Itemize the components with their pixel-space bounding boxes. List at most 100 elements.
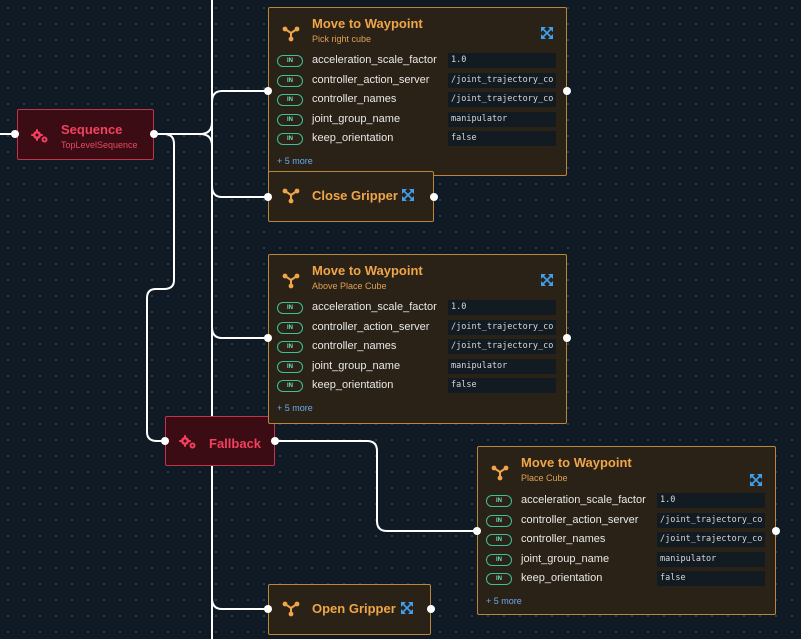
place-input-handle[interactable]: [473, 527, 481, 535]
in-badge: IN: [277, 341, 303, 353]
branch-icon: [282, 273, 300, 289]
sequence-subtitle: TopLevelSequence: [61, 140, 138, 150]
wire-sequence-pick: [154, 90, 268, 135]
port-value-field[interactable]: /joint_trajectory_co: [448, 319, 556, 335]
in-badge: IN: [277, 302, 303, 314]
in-badge: IN: [277, 55, 303, 67]
in-badge: IN: [277, 133, 303, 145]
port-name: acceleration_scale_factor: [312, 54, 437, 66]
port-value-field[interactable]: /joint_trajectory_co: [657, 512, 765, 528]
open-gripper-node[interactable]: Open Gripper: [268, 584, 431, 635]
port-name: joint_group_name: [312, 112, 401, 125]
more-ports-link[interactable]: + 5 more: [277, 403, 313, 413]
port-name: joint_group_name: [312, 359, 401, 372]
in-badge: IN: [277, 113, 303, 126]
branch-icon: [282, 26, 300, 42]
port-name: controller_action_server: [312, 73, 430, 86]
branch-icon: [282, 601, 300, 617]
sequence-title: Sequence: [61, 122, 123, 137]
close-gripper-input-handle[interactable]: [264, 193, 272, 201]
pick-input-handle[interactable]: [264, 87, 272, 95]
wire-sequence-fallback: [146, 133, 175, 442]
in-badge: IN: [486, 514, 512, 527]
in-badge: IN: [277, 94, 303, 106]
close-gripper-output-handle[interactable]: [430, 193, 438, 201]
node-header: Move to Waypoint Place Cube: [488, 455, 767, 489]
port-name: controller_action_server: [521, 513, 639, 526]
port-value-field[interactable]: /joint_trajectory_co: [448, 92, 556, 107]
port-value-field[interactable]: manipulator: [448, 358, 556, 374]
node-title: Close Gripper: [312, 188, 398, 203]
node-title: Open Gripper: [312, 601, 396, 616]
sequence-output-handle[interactable]: [150, 130, 158, 138]
expand-icon[interactable]: [400, 601, 414, 615]
open-gripper-input-handle[interactable]: [264, 605, 272, 613]
node-header: Close Gripper: [279, 172, 425, 222]
port-value-field[interactable]: /joint_trajectory_co: [448, 339, 556, 354]
in-badge: IN: [486, 495, 512, 507]
port-value-field[interactable]: 1.0: [448, 300, 556, 315]
wire-sequence-close: [154, 133, 268, 198]
port-name: controller_names: [312, 93, 397, 105]
port-value-field[interactable]: false: [448, 378, 556, 393]
port-value-field[interactable]: manipulator: [657, 551, 765, 567]
node-subtitle: Place Cube: [521, 473, 568, 483]
gears-icon: [31, 129, 48, 143]
node-title: Move to Waypoint: [312, 16, 423, 31]
wire-fallback-place: [275, 440, 477, 532]
fallback-input-handle[interactable]: [161, 437, 169, 445]
expand-icon[interactable]: [401, 188, 415, 202]
node-header: Open Gripper: [279, 585, 422, 635]
place-output-handle[interactable]: [772, 527, 780, 535]
more-ports-link[interactable]: + 5 more: [277, 156, 313, 166]
port-name: keep_orientation: [312, 379, 394, 391]
expand-icon[interactable]: [749, 473, 763, 487]
node-subtitle: Pick right cube: [312, 34, 372, 44]
fallback-node[interactable]: Fallback: [165, 416, 275, 466]
wire-sequence-open: [211, 420, 268, 610]
port-value-field[interactable]: 1.0: [448, 53, 556, 68]
close-gripper-node[interactable]: Close Gripper: [268, 171, 434, 222]
move-to-waypoint-pick-node[interactable]: Move to Waypoint Pick right cube IN accel…: [268, 7, 567, 176]
port-value-field[interactable]: false: [448, 131, 556, 146]
fallback-output-handle[interactable]: [271, 437, 279, 445]
branch-icon: [491, 465, 509, 481]
gears-icon: [179, 435, 196, 449]
port-name: keep_orientation: [521, 572, 603, 584]
in-badge: IN: [486, 553, 512, 566]
port-name: controller_action_server: [312, 320, 430, 333]
expand-icon[interactable]: [540, 273, 554, 287]
port-name: controller_names: [521, 533, 606, 545]
in-badge: IN: [277, 74, 303, 87]
in-badge: IN: [277, 321, 303, 334]
node-subtitle: Above Place Cube: [312, 281, 387, 291]
port-value-field[interactable]: /joint_trajectory_co: [448, 72, 556, 88]
in-badge: IN: [277, 360, 303, 373]
node-title: Move to Waypoint: [521, 455, 632, 470]
in-badge: IN: [486, 534, 512, 546]
port-name: joint_group_name: [521, 552, 610, 565]
port-value-field[interactable]: false: [657, 571, 765, 586]
port-name: controller_names: [312, 340, 397, 352]
more-ports-link[interactable]: + 5 more: [486, 596, 522, 606]
wire-sequence-above: [211, 186, 268, 339]
sequence-node[interactable]: Sequence TopLevelSequence: [17, 109, 154, 160]
port-name: acceleration_scale_factor: [312, 301, 437, 313]
node-header: Move to Waypoint Pick right cube: [279, 16, 558, 50]
expand-icon[interactable]: [540, 26, 554, 40]
above-input-handle[interactable]: [264, 334, 272, 342]
fallback-title: Fallback: [209, 436, 262, 451]
port-value-field[interactable]: /joint_trajectory_co: [657, 532, 765, 547]
move-to-waypoint-above-node[interactable]: Move to Waypoint Above Place Cube IN acce…: [268, 254, 567, 424]
open-gripper-output-handle[interactable]: [427, 605, 435, 613]
port-value-field[interactable]: manipulator: [448, 111, 556, 127]
port-name: keep_orientation: [312, 132, 394, 144]
pick-output-handle[interactable]: [563, 87, 571, 95]
above-output-handle[interactable]: [563, 334, 571, 342]
node-header: Move to Waypoint Above Place Cube: [279, 263, 558, 297]
sequence-input-handle[interactable]: [11, 130, 19, 138]
port-value-field[interactable]: 1.0: [657, 493, 765, 508]
